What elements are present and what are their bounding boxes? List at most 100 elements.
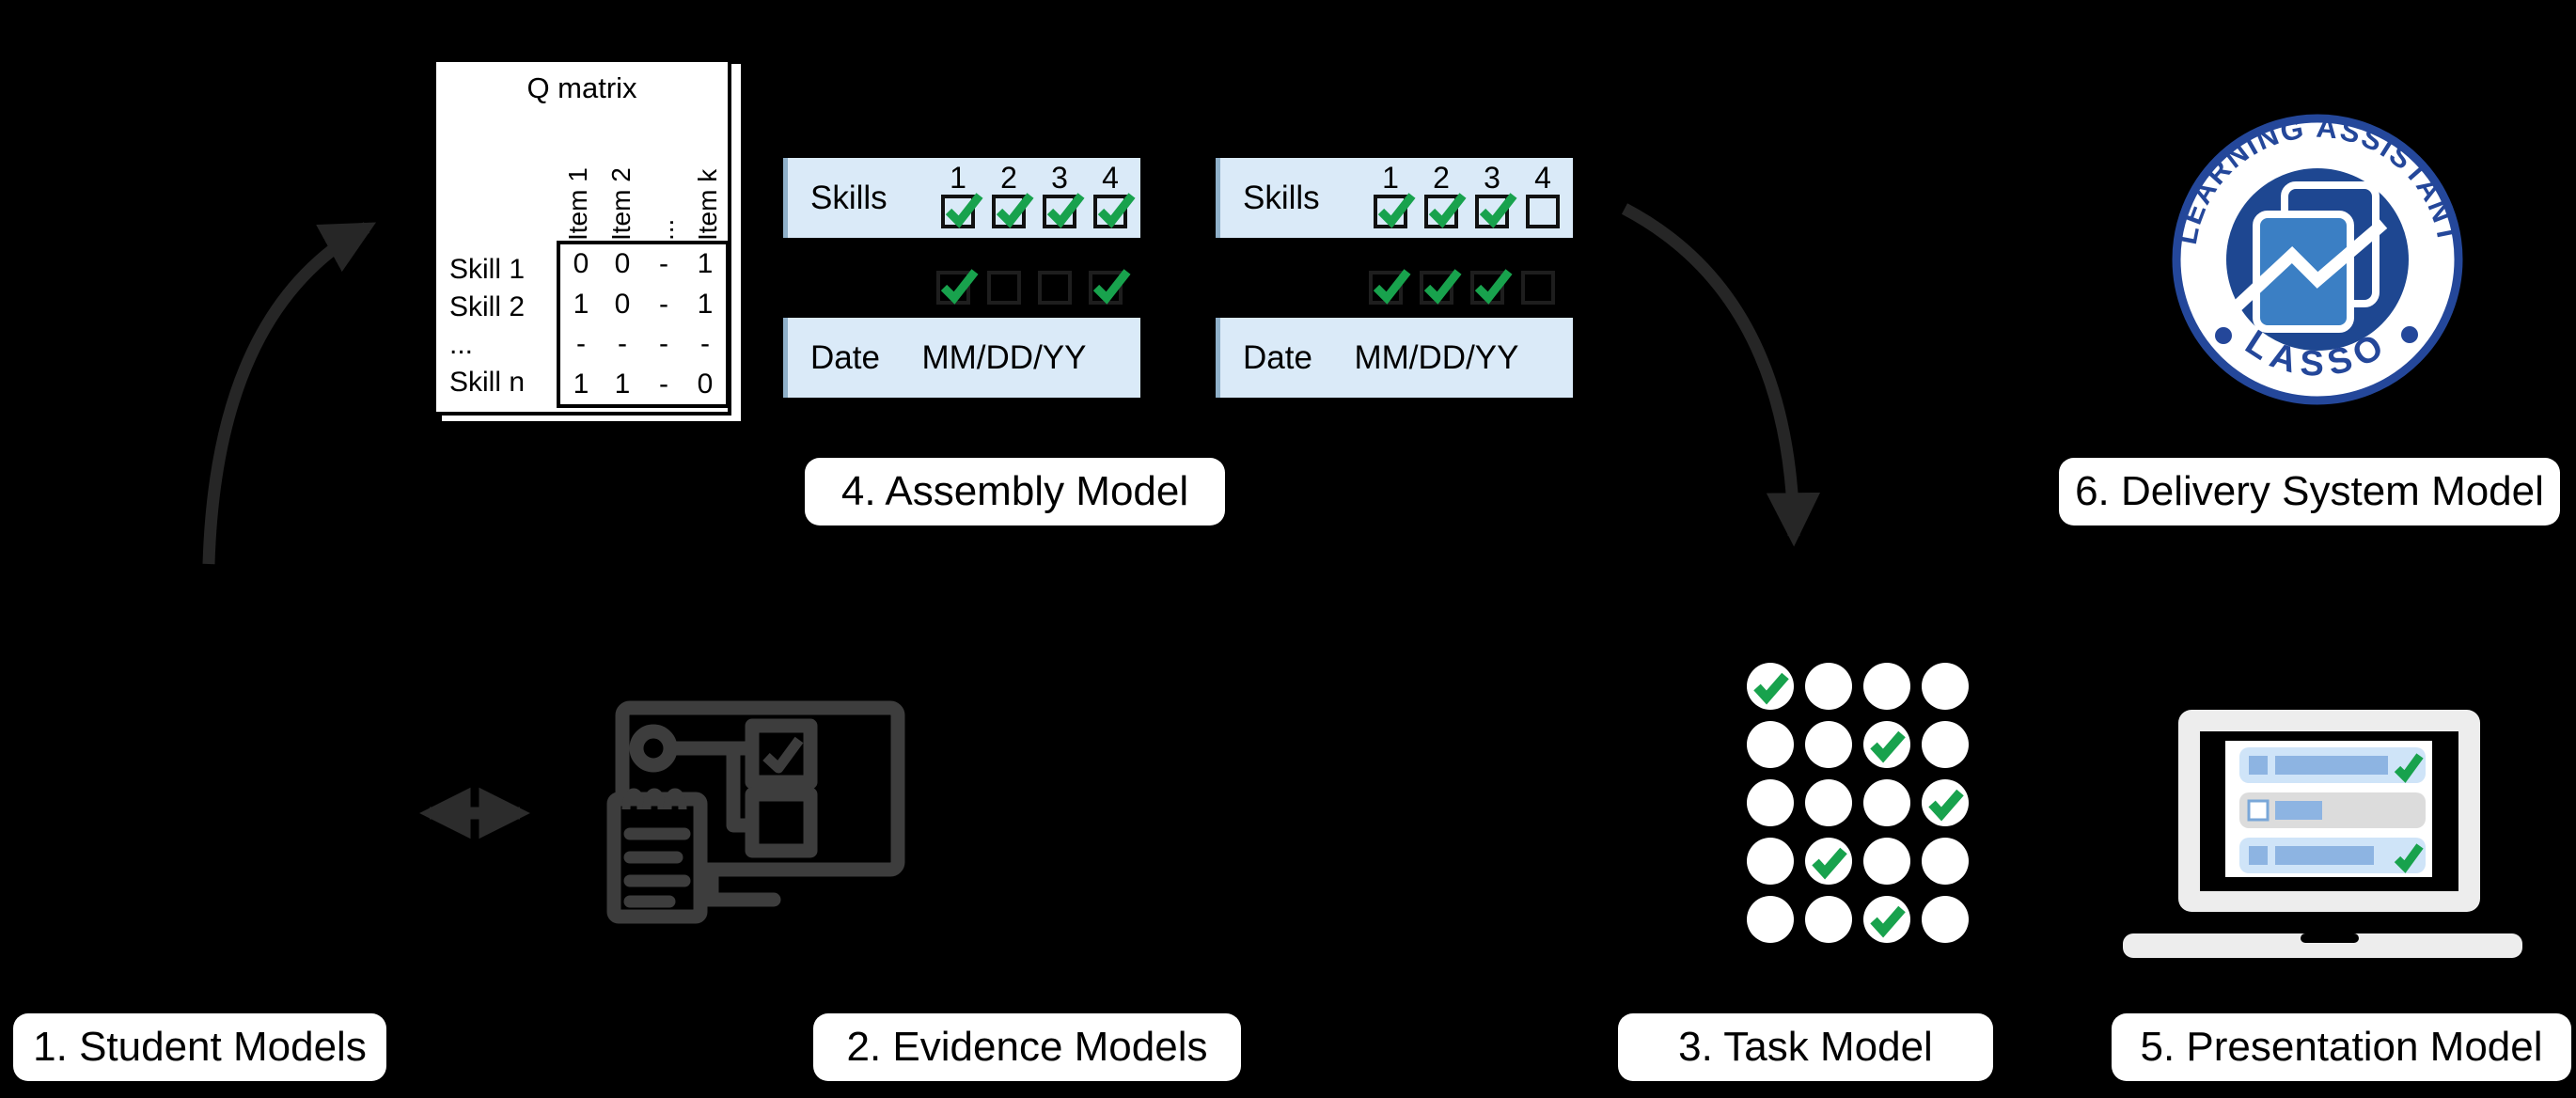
result-checkbox <box>1420 269 1462 305</box>
green-check-icon <box>1377 193 1416 228</box>
label-task-model: 3. Task Model <box>1618 1013 1993 1081</box>
result-checkbox <box>1470 269 1513 305</box>
skill-checkbox <box>1093 193 1136 228</box>
q-matrix-row-label: Skill n <box>449 367 526 398</box>
skills-checkbox-column: 3 <box>1043 161 1085 228</box>
skill-checkbox <box>1475 193 1517 228</box>
q-matrix-col-header: Item 2 <box>606 167 636 241</box>
task-circle <box>1747 779 1794 826</box>
q-matrix-cell: - <box>659 248 668 280</box>
presentation-laptop <box>2123 710 2522 958</box>
task-circle-check-icon <box>1928 789 1964 822</box>
result-checkbox-row <box>936 269 1131 305</box>
arrow-student-evidence-bidirectional <box>419 787 530 839</box>
skill-number: 1 <box>1382 161 1399 195</box>
skills-checkbox-column: 4 <box>1526 161 1560 228</box>
q-matrix-cell: - <box>576 328 586 360</box>
q-matrix-row-label: ... <box>449 329 474 360</box>
q-matrix-cell: 0 <box>573 248 589 280</box>
skills-checkbox-column: 1 <box>941 161 983 228</box>
skill-checkbox <box>1043 193 1085 228</box>
skills-label: Skills <box>1243 180 1320 216</box>
skill-checkbox <box>1374 193 1416 228</box>
green-check-icon <box>996 193 1034 228</box>
label-presentation-model: 5. Presentation Model <box>2112 1013 2571 1081</box>
q-matrix-cell: 1 <box>697 248 714 280</box>
evidence-flowchart-clipboard-icon <box>606 700 905 924</box>
skill-number: 2 <box>1000 161 1017 195</box>
result-checkbox <box>1369 269 1411 305</box>
task-circle <box>1805 896 1852 943</box>
skill-checkbox <box>992 193 1034 228</box>
label-delivery-system-model: 6. Delivery System Model <box>2059 458 2560 525</box>
arrow-assembly-to-task <box>1621 203 1821 547</box>
skills-checkbox-column: 2 <box>992 161 1034 228</box>
skills-checkbox-column: 1 <box>1374 161 1416 228</box>
date-label: Date <box>810 339 880 376</box>
laptop-row-checkbox <box>2247 799 2270 822</box>
task-circle-check-icon <box>1812 847 1847 880</box>
skill-number: 4 <box>1102 161 1119 195</box>
skills-checkbox-column: 2 <box>1424 161 1467 228</box>
task-circle-check-icon <box>1870 905 1906 938</box>
q-matrix-cell: 1 <box>614 368 631 400</box>
task-circle <box>1747 838 1794 885</box>
green-check-icon <box>1046 193 1085 228</box>
green-check-icon <box>1423 269 1462 305</box>
skill-number: 1 <box>950 161 966 195</box>
laptop-row-square <box>2249 756 2268 775</box>
result-checkbox <box>987 271 1021 305</box>
task-model-grid <box>1747 663 1969 943</box>
q-matrix-cell: - <box>659 328 668 360</box>
date-label: Date <box>1243 339 1312 376</box>
task-circle <box>1863 663 1910 710</box>
result-checkbox <box>936 269 979 305</box>
task-circle-check-icon <box>1870 730 1906 763</box>
laptop-row-check-icon <box>2394 843 2424 873</box>
task-circle-check-icon <box>1753 672 1789 705</box>
date-value: MM/DD/YY <box>921 339 1087 376</box>
q-matrix-cell: - <box>700 328 710 360</box>
green-check-icon <box>1479 193 1517 228</box>
logo-left-dot <box>2215 327 2232 344</box>
q-matrix-col-header: ... <box>650 218 679 241</box>
label-student-models: 1. Student Models <box>13 1013 386 1081</box>
task-circle <box>1922 721 1969 768</box>
skill-checkbox <box>941 193 983 228</box>
date-row: Date MM/DD/YY <box>783 318 1140 398</box>
q-matrix-cell: - <box>659 368 668 400</box>
laptop-base <box>2123 933 2522 958</box>
laptop-row-bar <box>2275 801 2322 820</box>
skills-checkbox-column: 4 <box>1093 161 1136 228</box>
green-check-icon <box>1373 269 1411 305</box>
green-check-icon <box>945 193 983 228</box>
task-circle <box>1805 779 1852 826</box>
skill-number: 2 <box>1433 161 1450 195</box>
label-assembly-model: 4. Assembly Model <box>805 458 1225 525</box>
skills-checkbox-column: 3 <box>1475 161 1517 228</box>
task-circle <box>1922 896 1969 943</box>
skill-number: 4 <box>1534 161 1551 195</box>
q-matrix-cell: 1 <box>697 288 714 320</box>
q-matrix-col-header: Item k <box>693 168 722 241</box>
task-circle <box>1805 663 1852 710</box>
task-circle <box>1922 838 1969 885</box>
skills-label: Skills <box>810 180 887 216</box>
task-circle <box>1747 896 1794 943</box>
q-matrix-title: Q matrix <box>526 71 637 104</box>
green-check-icon <box>940 269 979 305</box>
task-circle <box>1747 721 1794 768</box>
q-matrix-cell: 1 <box>573 368 589 400</box>
q-matrix-cell: 1 <box>573 288 589 320</box>
q-matrix-cell: 0 <box>614 288 631 320</box>
skill-checkbox <box>1526 195 1560 228</box>
